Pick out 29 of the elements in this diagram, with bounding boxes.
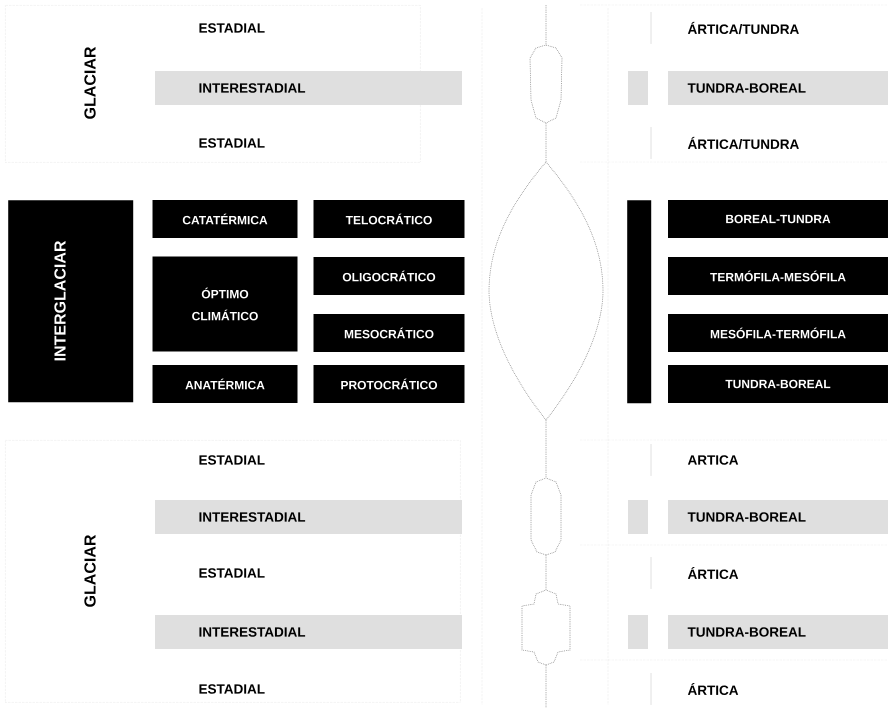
phase-box: BOREAL-TUNDRA <box>668 200 888 238</box>
bar <box>627 200 652 404</box>
shaded-band: INTERESTADIAL <box>155 500 462 534</box>
row-label: ARTICA <box>688 455 738 465</box>
phase-box: TELOCRÁTICO <box>314 200 464 238</box>
phase-box: ÓPTIMO CLIMÁTICO <box>152 256 298 352</box>
phase-box: OLIGOCRÁTICO <box>314 257 464 295</box>
shaded-band: TUNDRA-BOREAL <box>668 71 888 105</box>
row-label: ESTADIAL <box>199 138 265 148</box>
row-label: ÁRTICA/TUNDRA <box>688 22 799 34</box>
row-label: ÁRTICA <box>688 566 738 580</box>
row-label: ESTADIAL <box>199 684 265 694</box>
phase-box: MESOCRÁTICO <box>314 314 464 352</box>
phase-box: MESÓFILA-TERMÓFILA <box>668 314 888 352</box>
phase-box: TUNDRA-BOREAL <box>668 365 888 403</box>
row-label: ESTADIAL <box>199 23 265 33</box>
row-label: ESTADIAL <box>199 455 265 465</box>
shaded-band: TUNDRA-BOREAL <box>668 500 888 534</box>
shaded-band: TUNDRA-BOREAL <box>668 615 888 649</box>
phase-box: CATATÉRMICA <box>152 200 298 238</box>
phase-box: PROTOCRÁTICO <box>314 365 464 403</box>
shaded-band: INTERESTADIAL <box>155 71 462 105</box>
shaded-band: INTERESTADIAL <box>155 615 462 649</box>
row-label: ÁRTICA/TUNDRA <box>688 136 799 150</box>
row-label: ESTADIAL <box>199 568 265 578</box>
phase-box: ANATÉRMICA <box>152 365 298 403</box>
period-box: INTERGLACIAR <box>8 200 134 402</box>
row-label: ÁRTICA <box>688 682 738 696</box>
phase-box: TERMÓFILA-MESÓFILA <box>668 257 888 295</box>
